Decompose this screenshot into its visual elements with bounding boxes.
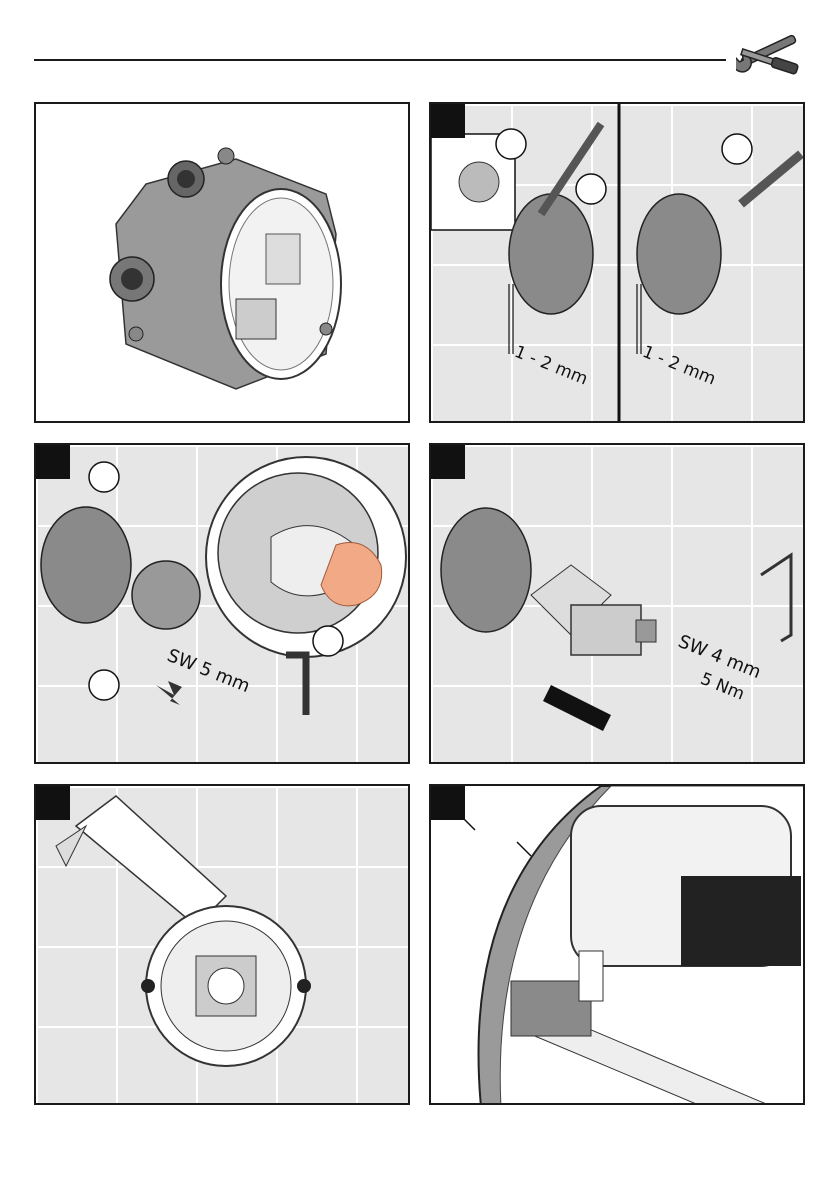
panel-sealing (34, 784, 410, 1105)
panel-install-depth: 1 - 2 mm 1 - 2 mm (429, 102, 805, 423)
panel-valve-body (34, 102, 410, 423)
cartridge-mount-illustration (36, 445, 410, 764)
step-badge (431, 786, 465, 820)
step-badge (431, 104, 465, 138)
depth-check-illustration (431, 786, 805, 1105)
header-rule (34, 59, 726, 61)
escutcheon-mount-illustration (431, 445, 805, 764)
step-badge (36, 445, 70, 479)
wrench-screwdriver-icon (736, 30, 806, 82)
panel-escutcheon-mount: SW 4 mm 5 Nm (429, 443, 805, 764)
panel-depth-check (429, 784, 805, 1105)
sealing-illustration (36, 786, 410, 1105)
install-depth-illustration (431, 104, 805, 423)
step-badge (36, 786, 70, 820)
step-badge (431, 445, 465, 479)
panel-cartridge-mount: SW 5 mm (34, 443, 410, 764)
valve-body-illustration (36, 104, 410, 423)
